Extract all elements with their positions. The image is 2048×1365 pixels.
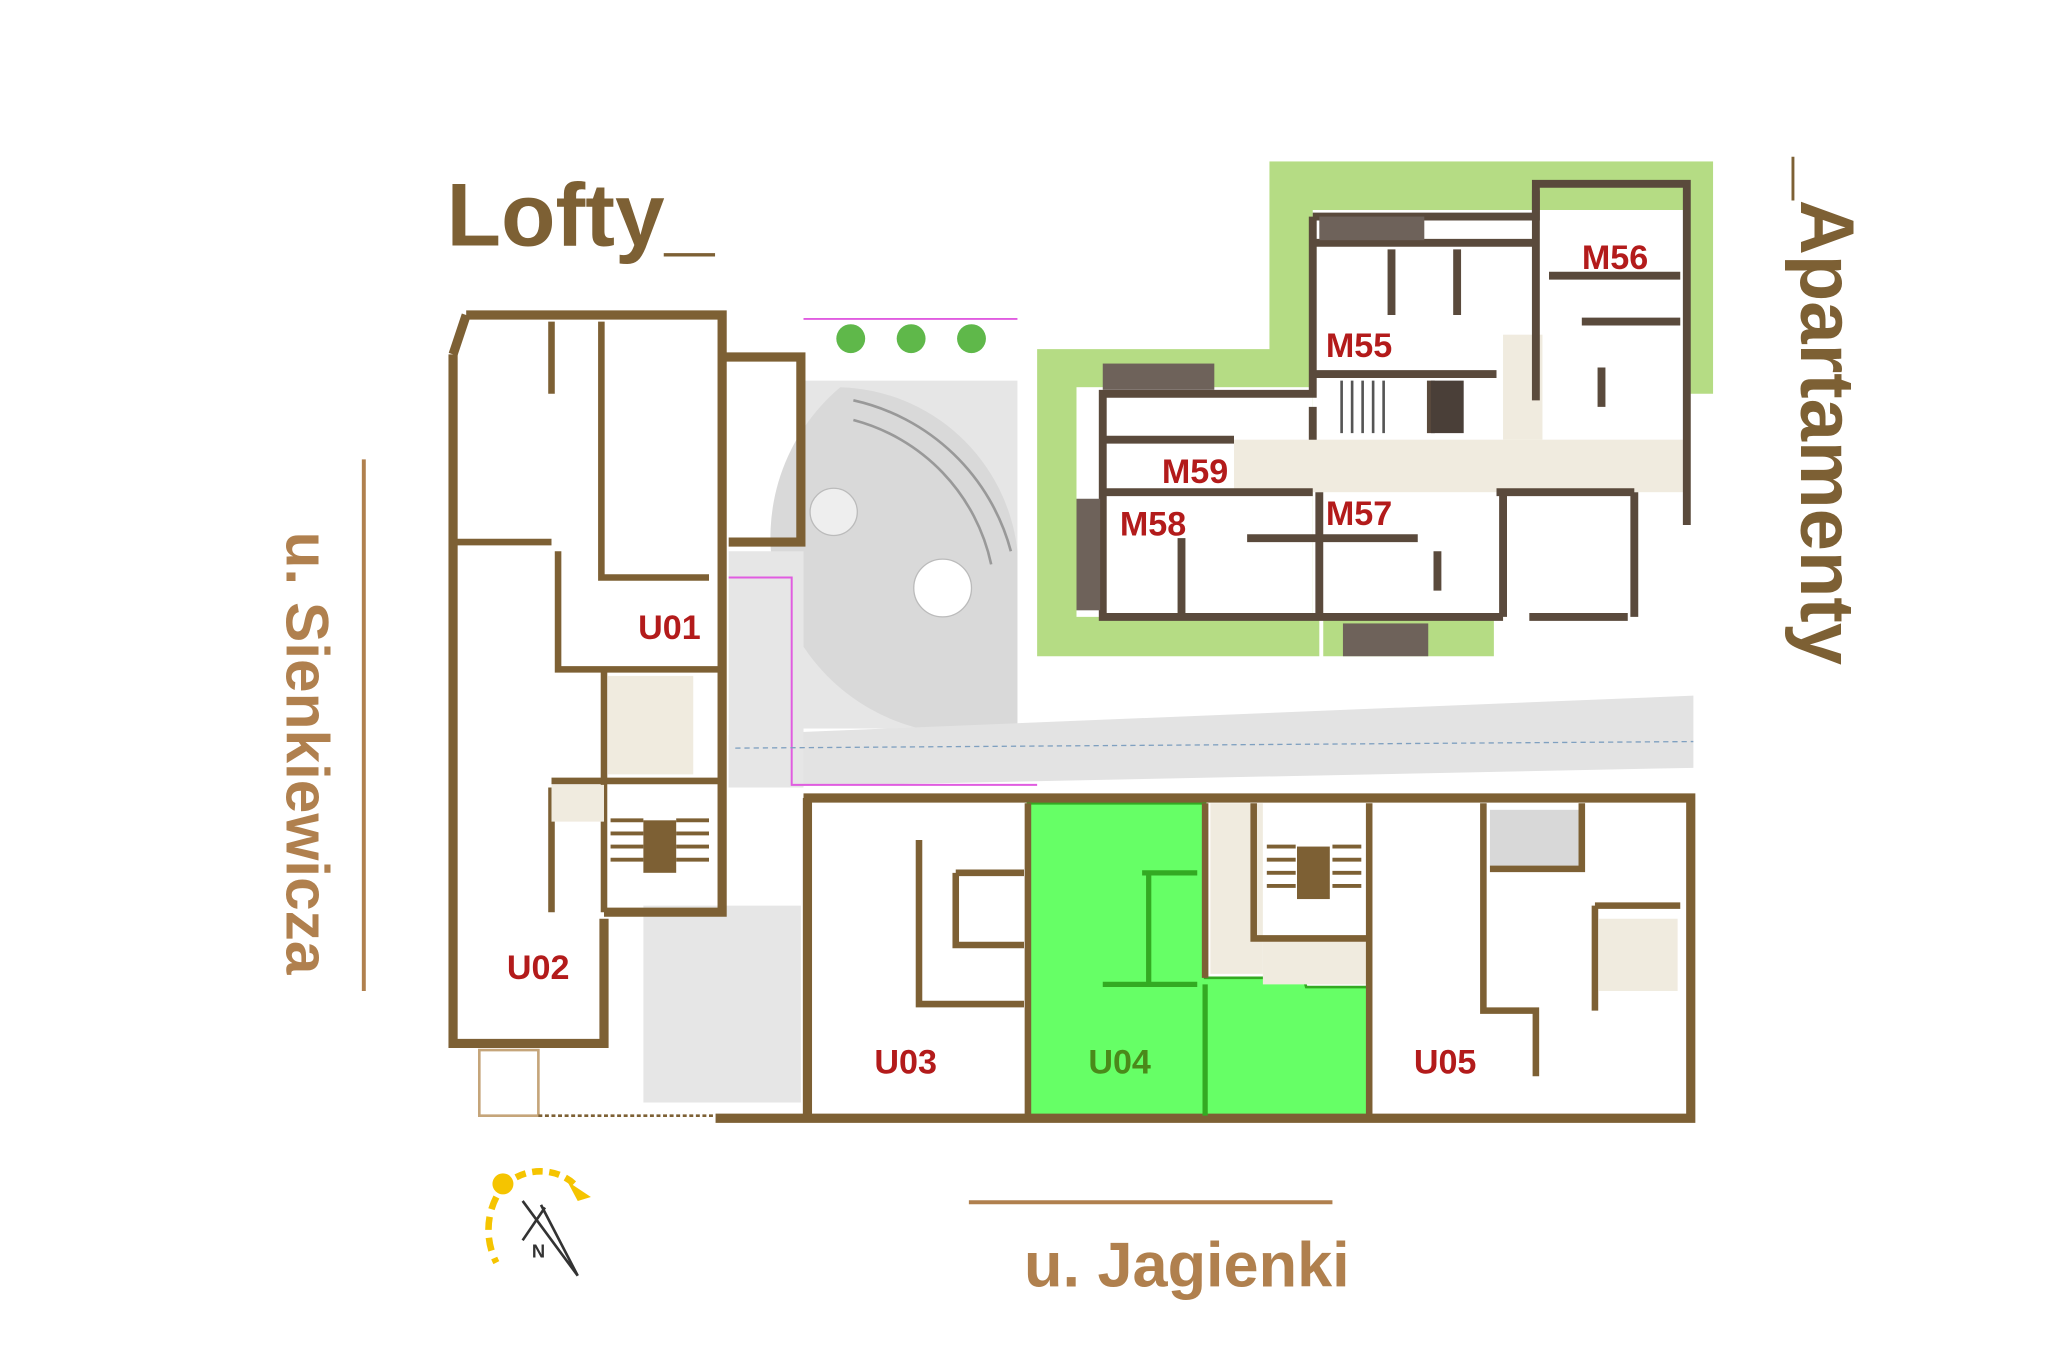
unit-label-m58[interactable]: M58 [1120, 506, 1186, 544]
street-label-jagienki: u. Jagienki [1024, 1230, 1350, 1300]
trees [836, 324, 986, 354]
lofts-heading: Lofty_ [447, 164, 716, 264]
plaza [643, 317, 1694, 1103]
compass-north-label: N [532, 1240, 545, 1261]
unit-label-u04[interactable]: U04 [1088, 1044, 1151, 1082]
street-label-sienkiewicza: u. Sienkiewicza [273, 532, 341, 975]
unit-label-u05[interactable]: U05 [1414, 1044, 1477, 1082]
unit-label-m56[interactable]: M56 [1582, 239, 1648, 277]
unit-label-u01[interactable]: U01 [638, 609, 701, 647]
unit-label-m59[interactable]: M59 [1162, 453, 1228, 491]
lofts-south-building [715, 793, 1696, 1123]
unit-label-m55[interactable]: M55 [1326, 327, 1392, 365]
unit-label-u02[interactable]: U02 [507, 949, 570, 987]
apartments-heading: _Apartamenty [1784, 157, 1869, 666]
unit-labels: U01 U02 U03 U04 U05 M55 M56 M57 M58 M59 [507, 239, 1648, 1082]
lofts-west-building [448, 310, 806, 1117]
unit-label-m57[interactable]: M57 [1326, 495, 1392, 533]
compass-icon: N [485, 1168, 591, 1277]
unit-label-u03[interactable]: U03 [874, 1044, 937, 1082]
apartments-building [1076, 179, 1691, 657]
